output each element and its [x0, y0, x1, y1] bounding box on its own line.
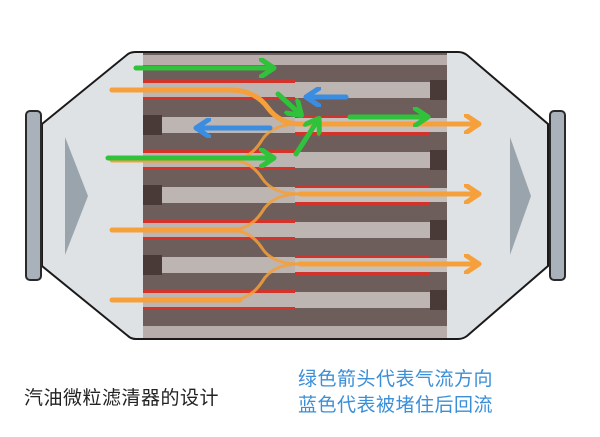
outlet-direction-icon	[510, 137, 531, 255]
right-flange	[549, 110, 566, 281]
legend-green-arrows: 绿色箭头代表气流方向	[298, 368, 494, 390]
green-arrow-icon	[293, 120, 318, 157]
airflow-arrows	[105, 68, 426, 158]
gpf-diagram	[25, 51, 566, 340]
backflow-arrows	[198, 97, 349, 128]
soot-layers	[143, 80, 430, 310]
legend-blue-arrows: 蓝色代表被堵住后回流	[298, 394, 494, 416]
left-flange	[25, 110, 42, 281]
green-arrow-icon	[275, 91, 300, 114]
inlet-direction-icon	[65, 137, 88, 255]
legend: 绿色箭头代表气流方向 蓝色代表被堵住后回流	[298, 366, 493, 418]
diagram-title: 汽油微粒滤清器的设计	[24, 387, 220, 409]
